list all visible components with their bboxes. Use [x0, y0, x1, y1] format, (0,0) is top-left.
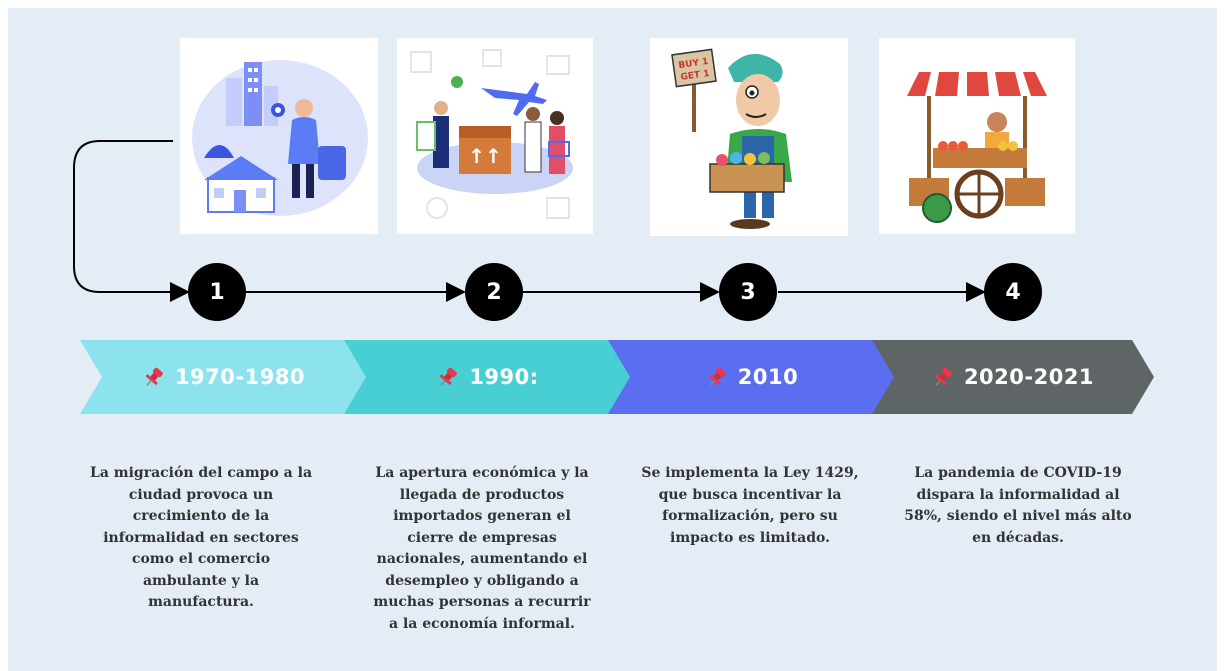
banner-segment-2: [344, 340, 632, 414]
step-1-circle: 1: [188, 263, 246, 321]
svg-text:BUY 1: BUY 1: [678, 57, 709, 71]
period-label-3: 2010: [630, 340, 874, 414]
svg-text:↑↑: ↑↑: [468, 144, 502, 168]
description-2: La apertura económica y la llegada de pr…: [373, 465, 591, 632]
migration-city-icon: [180, 38, 378, 234]
step-2-circle: 2: [465, 263, 523, 321]
period-label-4: 2020-2021: [894, 340, 1132, 414]
pushpin-icon: [934, 367, 952, 386]
period-banner: [80, 340, 1154, 414]
pushpin-icon: [440, 367, 458, 386]
period-text: 1970-1980: [174, 365, 306, 389]
period-text: 2020-2021: [963, 365, 1095, 389]
period-label-2: 1990:: [366, 340, 610, 414]
pushpin-icon: [708, 367, 726, 386]
banner-segment-4: [872, 340, 1154, 414]
step-4-circle: 4: [984, 263, 1042, 321]
trade-import-icon: ↑↑: [397, 38, 593, 234]
banner-segment-3: [608, 340, 896, 414]
timeline-connector: [73, 140, 986, 302]
market-stall-icon: [879, 38, 1075, 234]
svg-text:GET 1: GET 1: [680, 69, 710, 83]
description-3: Se implementa la Ley 1429, que busca inc…: [641, 465, 859, 546]
period-text: 1990:: [469, 365, 539, 389]
street-vendor-icon: BUY 1 GET 1: [650, 38, 848, 236]
step-3-circle: 3: [719, 263, 777, 321]
description-1: La migración del campo a la ciudad provo…: [89, 465, 313, 610]
pushpin-icon: [145, 367, 163, 386]
period-text: 2010: [737, 365, 799, 389]
description-4: La pandemia de COVID-19 dispara la infor…: [904, 465, 1132, 546]
banner-segment-1: [80, 340, 368, 414]
period-label-1: 1970-1980: [102, 340, 346, 414]
timeline-canvas: ↑↑ BUY 1 GET 1: [8, 8, 1217, 671]
